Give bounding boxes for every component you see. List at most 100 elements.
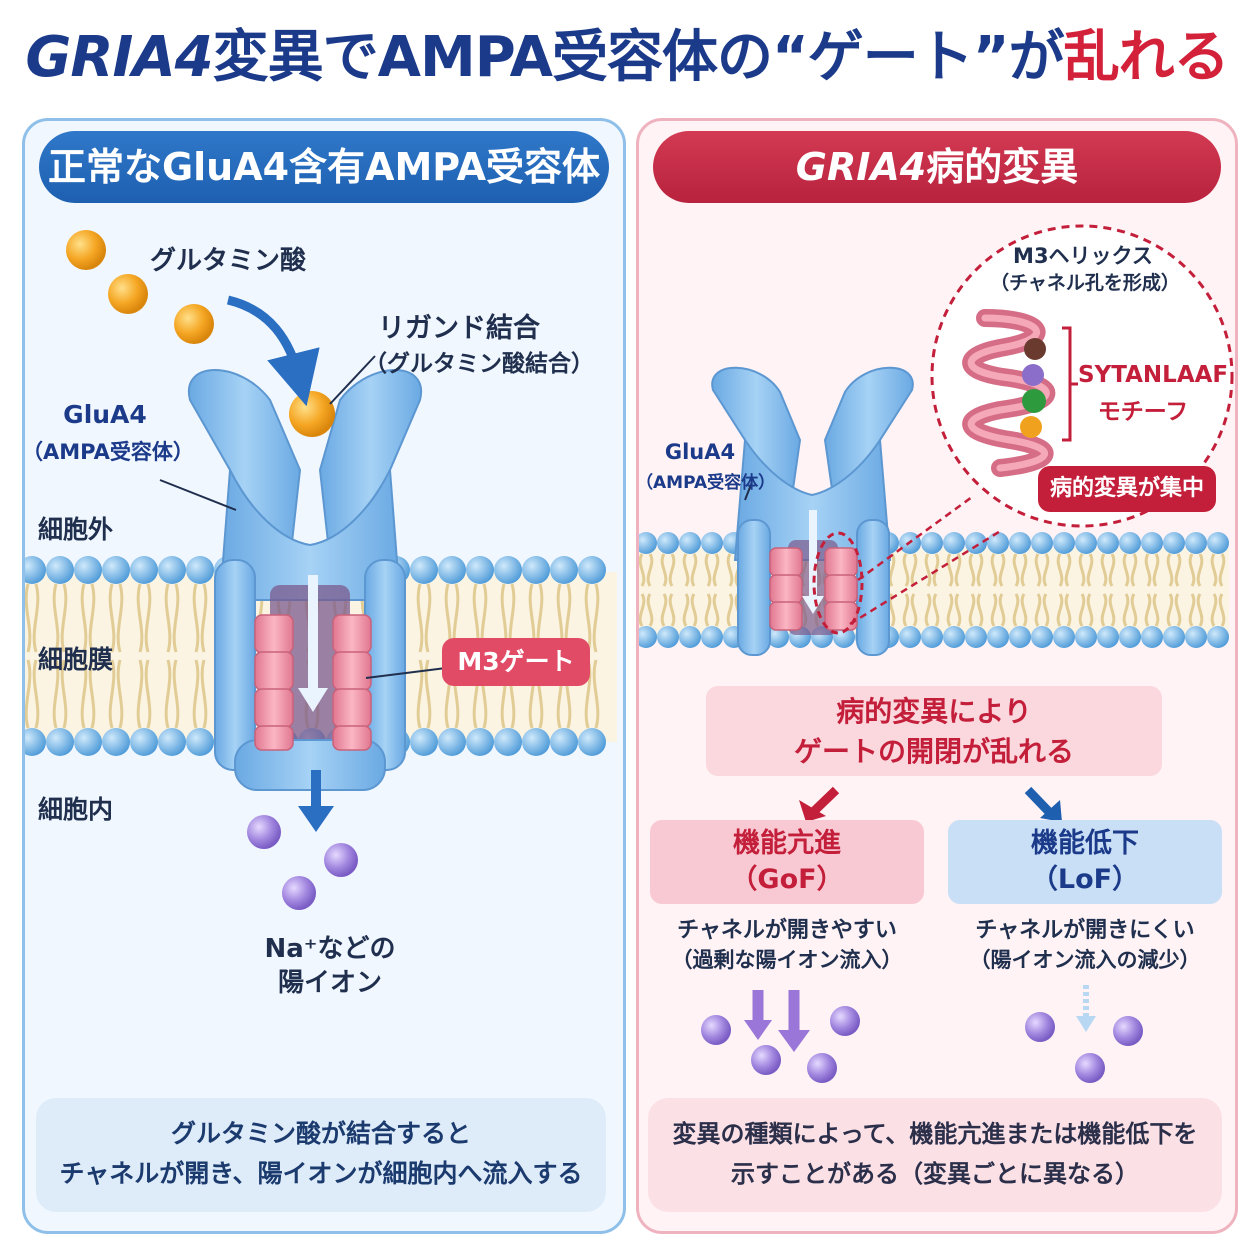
lipid-head: [921, 532, 943, 554]
lipid-tail: [424, 583, 432, 653]
lipid-tail: [200, 659, 208, 729]
lipid-tail: [924, 553, 932, 587]
lipid-head: [1009, 626, 1031, 648]
lipid-tail: [1166, 553, 1174, 587]
lipid-tail: [136, 659, 144, 729]
ligand-binding-label: リガンド結合: [378, 313, 540, 344]
lipid-head: [494, 556, 522, 584]
right-receptor-sub: （AMPA受容体）: [636, 473, 776, 493]
lipid-head: [1097, 626, 1119, 648]
left-m3-gate: [254, 614, 372, 751]
lof-box: 機能低下 （LoF）: [948, 820, 1222, 904]
lipid-tail: [646, 553, 654, 587]
lipid-tail: [1196, 553, 1204, 587]
mutation-panel-header: GRIA4病的変異: [653, 131, 1221, 203]
lipid-tail: [1130, 593, 1138, 627]
lipid-tail: [1056, 593, 1064, 627]
lipid-head: [186, 728, 214, 756]
lipid-head: [102, 728, 130, 756]
gof-box: 機能亢進 （GoF）: [650, 820, 924, 904]
lipid-tail: [690, 553, 698, 587]
lipid-head: [1075, 532, 1097, 554]
lipid-head: [130, 728, 158, 756]
lipid-head: [1097, 532, 1119, 554]
m3-helix-zoom: [849, 224, 1234, 626]
right-footer: 変異の種類によって、機能亢進または機能低下を 示すことがある（変異ごとに異なる）: [648, 1098, 1222, 1212]
lipid-tail: [1056, 553, 1064, 587]
lipid-tail: [1144, 553, 1152, 587]
lipid-tail: [946, 553, 954, 587]
lipid-tail: [1188, 593, 1196, 627]
lipid-tail: [1064, 593, 1072, 627]
lipid-tail: [164, 659, 172, 729]
lipid-head: [1141, 532, 1163, 554]
lipid-tail: [1174, 553, 1182, 587]
right-footer-line2: 示すことがある（変異ごとに異なる）: [731, 1160, 1139, 1188]
gof-desc-2: （過剰な陽イオン流入）: [671, 948, 903, 972]
lipid-tail: [990, 553, 998, 587]
lipid-head: [1207, 626, 1229, 648]
lipid-head: [657, 532, 679, 554]
lipid-head: [578, 556, 606, 584]
lipid-tail: [888, 553, 896, 587]
lipid-head: [987, 626, 1009, 648]
lipid-tail: [1174, 593, 1182, 627]
lipid-tail: [200, 583, 208, 653]
lipid-tail: [192, 583, 200, 653]
lipid-tail: [60, 583, 68, 653]
helix-sub: （チャネル孔を形成）: [990, 272, 1180, 294]
main-title: GRIA4変異でAMPA受容体の“ゲート”が乱れる: [0, 10, 1254, 106]
lipid-tail: [1064, 553, 1072, 587]
lipid-tail: [902, 553, 910, 587]
lipid-tail: [1210, 593, 1218, 627]
lipid-tail: [1218, 553, 1226, 587]
lipid-head: [1031, 532, 1053, 554]
lipid-tail: [1078, 593, 1086, 627]
lipid-tail: [1152, 593, 1160, 627]
lipid-head: [679, 626, 701, 648]
lipid-tail: [1020, 553, 1028, 587]
lipid-tail: [108, 583, 116, 653]
lipid-head: [965, 532, 987, 554]
lipid-head: [25, 556, 46, 584]
lipid-tail: [990, 593, 998, 627]
lof-desc-1: チャネルが開きにくい: [975, 918, 1195, 943]
lipid-head: [550, 728, 578, 756]
lipid-tail: [1152, 553, 1160, 587]
mutation-header-text: 病的変異: [926, 145, 1079, 189]
lipid-tail: [954, 593, 962, 627]
lipid-tail: [668, 553, 676, 587]
lipid-tail: [1086, 593, 1094, 627]
m3-helix: [962, 309, 1078, 477]
lipid-head: [987, 532, 1009, 554]
lipid-head: [1009, 532, 1031, 554]
lipid-tail: [416, 659, 424, 729]
lipid-head: [1185, 532, 1207, 554]
lipid-head: [578, 728, 606, 756]
lipid-head: [438, 728, 466, 756]
lipid-tail: [910, 593, 918, 627]
lipid-head: [639, 626, 657, 648]
title-text: 変異でAMPA受容体の“ゲート”が: [212, 25, 1065, 90]
lipid-tail: [682, 593, 690, 627]
lipid-head: [1075, 626, 1097, 648]
lipid-tail: [712, 553, 720, 587]
lipid-head: [410, 556, 438, 584]
lipid-head: [158, 556, 186, 584]
lipid-head: [1185, 626, 1207, 648]
lipid-tail: [932, 593, 940, 627]
lipid-tail: [660, 593, 668, 627]
lipid-tail: [592, 659, 600, 729]
left-footer: グルタミン酸が結合すると チャネルが開き、陽イオンが細胞内へ流入する: [36, 1098, 606, 1212]
glutamate-label: グルタミン酸: [150, 246, 307, 276]
lipid-head: [522, 556, 550, 584]
lipid-tail: [646, 593, 654, 627]
ligand-leader: [329, 355, 376, 405]
lipid-tail: [60, 659, 68, 729]
mutant-ampa-receptor: [711, 366, 914, 656]
lipid-tail: [144, 659, 152, 729]
lipid-tail: [1122, 593, 1130, 627]
lipid-tail: [172, 583, 180, 653]
normal-panel-header: 正常なGluA4含有AMPA受容体: [39, 131, 609, 203]
lipid-tail: [1012, 553, 1020, 587]
